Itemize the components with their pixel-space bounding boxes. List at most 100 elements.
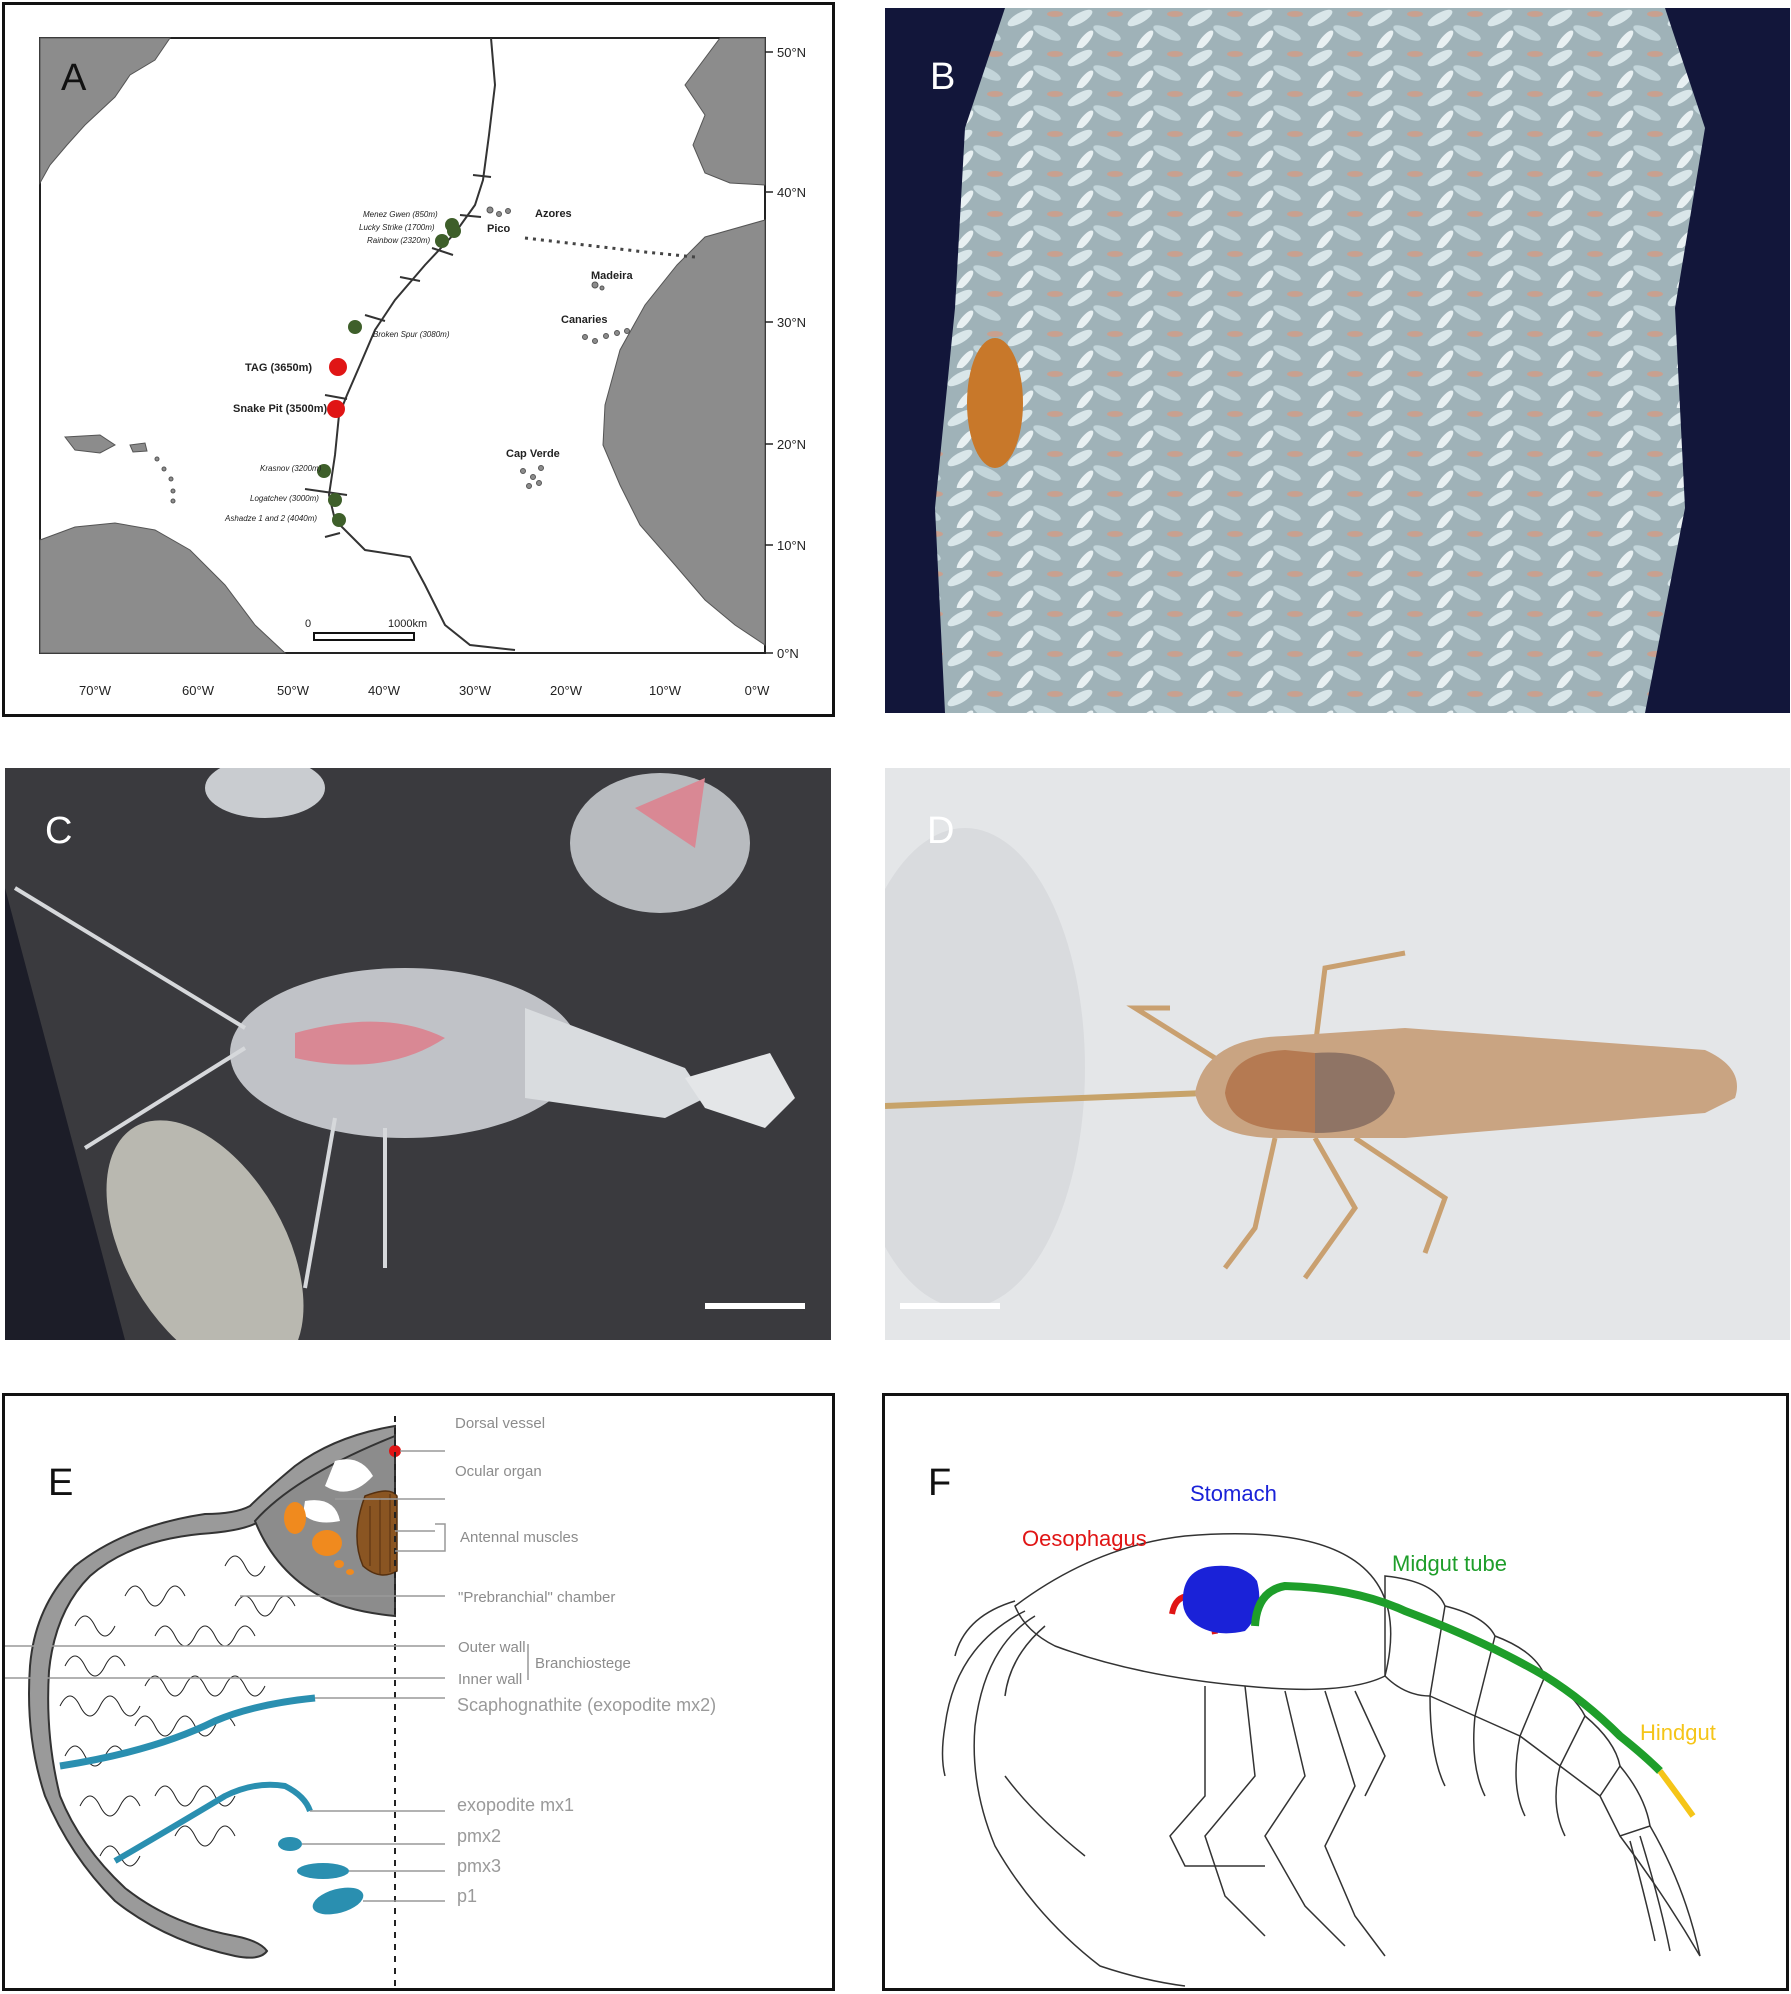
panel-label-a: A: [61, 57, 87, 99]
site-ashadze: [332, 513, 346, 527]
label-dorsal-vessel: Dorsal vessel: [455, 1415, 545, 1432]
label-antennal-muscles: Antennal muscles: [460, 1529, 578, 1546]
scaphognathite: [59, 1694, 316, 1770]
label-pmx3: pmx3: [457, 1856, 501, 1876]
panel-b-photo: B: [885, 8, 1790, 713]
live-shrimp-photo: [5, 768, 831, 1340]
site-logatchev: [328, 493, 342, 507]
mid-atlantic-ridge: [327, 37, 516, 651]
svg-text:0: 0: [305, 618, 311, 630]
svg-text:40°N: 40°N: [777, 185, 806, 200]
label-scaphognathite: Scaphognathite (exopodite mx2): [457, 1695, 716, 1715]
label-hindgut: Hindgut: [1640, 1720, 1716, 1745]
place-cap-verde: Cap Verde: [506, 448, 560, 460]
site-snake-pit: [327, 400, 345, 418]
site-label-ashadze: Ashadze 1 and 2 (4040m): [224, 514, 317, 523]
exopodite-mx1: [113, 1781, 313, 1864]
stomach-shape: [1182, 1565, 1260, 1634]
atlantic-map: Menez Gwen (850m) Lucky Strike (1700m) R…: [5, 5, 832, 714]
svg-text:0°N: 0°N: [777, 646, 799, 661]
scale-bar: 0 1000km: [305, 618, 427, 641]
main-shrimp: [13, 886, 795, 1289]
svg-text:50°W: 50°W: [277, 683, 310, 698]
site-label-krasnov: Krasnov (3200m): [260, 464, 322, 473]
svg-text:0°W: 0°W: [745, 683, 770, 698]
svg-text:40°W: 40°W: [368, 683, 401, 698]
south-america: [39, 522, 287, 654]
place-madeira: Madeira: [591, 270, 633, 282]
site-lucky-strike: [447, 224, 461, 238]
label-exopodite-mx1: exopodite mx1: [457, 1795, 574, 1815]
ocular-organ-2: [312, 1530, 342, 1556]
svg-text:60°W: 60°W: [182, 683, 215, 698]
place-pico: Pico: [487, 223, 511, 235]
digestive-tract-diagram: Stomach Oesophagus Midgut tube Hindgut: [885, 1396, 1786, 1988]
carapace-wall: [28, 1424, 396, 1959]
label-prebranchial-chamber: "Prebranchial" chamber: [458, 1589, 615, 1606]
svg-text:20°N: 20°N: [777, 437, 806, 452]
panel-label-e: E: [48, 1462, 74, 1504]
site-label-menez-gwen: Menez Gwen (850m): [363, 210, 438, 219]
pmx2-shape: [278, 1837, 302, 1851]
panel-f-diagram: Stomach Oesophagus Midgut tube Hindgut F: [882, 1393, 1789, 1991]
svg-text:30°N: 30°N: [777, 315, 806, 330]
panel-label-d: D: [927, 810, 955, 852]
label-branchiostege: Branchiostege: [535, 1655, 631, 1672]
label-inner-wall: Inner wall: [458, 1671, 522, 1688]
caribbean-island: [64, 434, 116, 454]
orange-shrimp: [967, 338, 1023, 468]
place-canaries: Canaries: [561, 314, 607, 326]
dorsal-vessel: [389, 1445, 401, 1457]
shrimp-swarm-photo: [885, 8, 1790, 713]
label-stomach: Stomach: [1190, 1481, 1277, 1506]
longitude-labels: 70°W 60°W 50°W 40°W 30°W 20°W 10°W 0°W: [79, 683, 770, 698]
site-label-logatchev: Logatchev (3000m): [250, 494, 319, 503]
ocular-organ-1: [284, 1502, 306, 1534]
ridge-offsets: [304, 174, 492, 538]
site-label-lucky-strike: Lucky Strike (1700m): [359, 223, 435, 232]
europe: [684, 37, 766, 186]
label-p1: p1: [457, 1886, 477, 1906]
site-tag: [329, 358, 347, 376]
lower-shrimp: [106, 1120, 304, 1340]
site-label-rainbow: Rainbow (2320m): [367, 236, 430, 245]
svg-text:1000km: 1000km: [388, 618, 427, 630]
annotation-labels: Dorsal vessel Ocular organ Antennal musc…: [455, 1415, 631, 1688]
africa: [602, 219, 766, 646]
north-america: [39, 37, 171, 185]
latitude-labels: 50°N 40°N 30°N 20°N 10°N 0°N: [777, 45, 806, 661]
panel-a-map: Menez Gwen (850m) Lucky Strike (1700m) R…: [2, 2, 835, 717]
label-pmx2: pmx2: [457, 1826, 501, 1846]
midgut-tube-shape: [1251, 1581, 1663, 1774]
svg-text:10°N: 10°N: [777, 538, 806, 553]
site-label-tag: TAG (3650m): [245, 362, 312, 374]
site-rainbow: [435, 234, 449, 248]
label-midgut-tube: Midgut tube: [1392, 1551, 1507, 1576]
hindgut-shape: [1657, 1769, 1696, 1818]
antenna: [885, 1090, 1206, 1109]
land-masses: [39, 37, 766, 654]
annotation-leaders: [5, 1450, 529, 1902]
svg-text:70°W: 70°W: [79, 683, 112, 698]
scale-bar-d: [900, 1303, 1000, 1309]
panel-label-b: B: [930, 56, 956, 98]
azores-fracture-line: [524, 236, 696, 259]
panel-c-photo: C: [5, 768, 831, 1340]
panel-label-f: F: [928, 1462, 952, 1504]
panel-e-diagram: Dorsal vessel Ocular organ Antennal musc…: [2, 1393, 835, 1991]
branchial-chamber-diagram: Dorsal vessel Ocular organ Antennal musc…: [5, 1396, 832, 1988]
svg-text:30°W: 30°W: [459, 683, 492, 698]
scale-bar-c: [705, 1303, 805, 1309]
svg-text:20°W: 20°W: [550, 683, 583, 698]
label-ocular-organ: Ocular organ: [455, 1463, 542, 1480]
upper-shrimp: [570, 773, 750, 913]
p1-shape: [312, 1887, 364, 1915]
label-oesophagus: Oesophagus: [1022, 1526, 1147, 1551]
antennal-muscles: [356, 1490, 398, 1576]
label-outer-wall: Outer wall: [458, 1639, 526, 1656]
site-krasnov: [317, 464, 331, 478]
branchial-filaments: [59, 1555, 296, 1867]
place-azores: Azores: [535, 208, 572, 220]
panel-d-photo: D: [885, 768, 1790, 1340]
vent-sites: [317, 218, 461, 527]
